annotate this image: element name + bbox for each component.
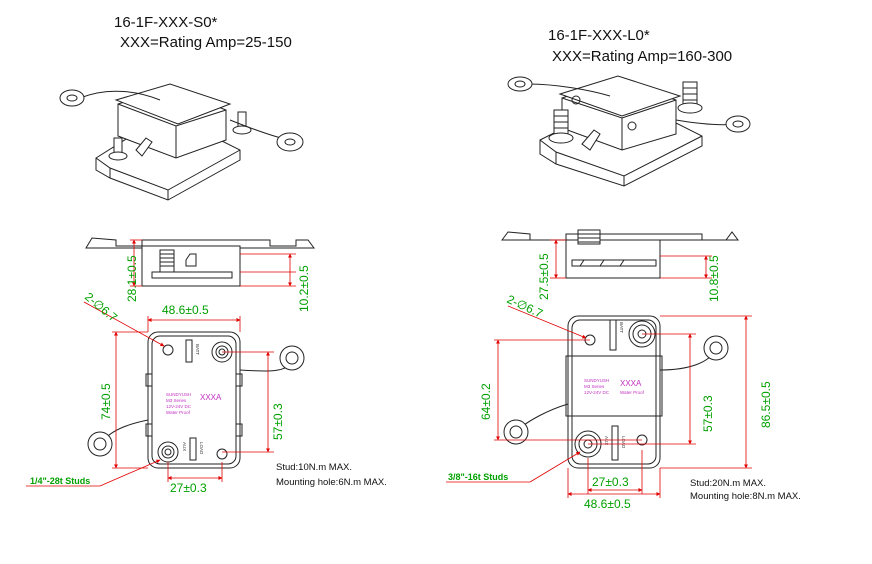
left-label-line-3: 12V-24V DC <box>166 404 192 409</box>
left-label-line-2: M3 Series <box>166 398 187 403</box>
right-rating-marking: XXXA <box>620 379 642 388</box>
left-bottom-width-dimension: 27±0.3 <box>170 481 207 495</box>
left-model-number: 16-1F-XXX-S0* <box>114 14 218 31</box>
right-label-line-4: Water Proof <box>620 390 645 395</box>
right-label-line-1: SUNDYUSH <box>584 378 609 383</box>
left-width-dimension: 48.6±0.5 <box>162 303 209 317</box>
left-length-dimension: 74±0.5 <box>99 383 113 420</box>
right-top-view <box>503 315 729 469</box>
right-stud-torque-note: Stud:20N.m MAX. <box>690 478 766 489</box>
right-total-length-dimension: 86.5±0.5 <box>759 381 773 428</box>
right-side-view <box>501 229 739 279</box>
right-height-total-dimension: 27.5±0.5 <box>537 253 551 300</box>
right-top-dimensions <box>446 305 752 498</box>
right-aux-label: AUX <box>604 436 609 445</box>
right-inner-length-dimension: 64±0.2 <box>479 383 493 420</box>
right-mounting-torque-note: Mounting hole:8N.m MAX. <box>690 491 801 502</box>
right-load-label: LOAD <box>621 436 626 449</box>
right-label-line-2: M3 Series <box>584 384 605 389</box>
right-stud-spacing-dimension: 57±0.3 <box>701 395 715 432</box>
left-batt-label: BATT <box>195 344 200 355</box>
right-batt-label: BATT <box>619 322 624 333</box>
right-isometric-view <box>507 75 751 187</box>
left-hole-dimension: 2-∅6.7 <box>82 290 120 325</box>
left-load-label: LOAD <box>199 442 204 455</box>
right-label-line-3: 12V-24V DC <box>584 390 610 395</box>
right-stud-height-dimension: 10.8±0.5 <box>707 255 721 302</box>
left-body-label: SUNDYUSH M3 Series 12V-24V DC Water Proo… <box>166 392 222 415</box>
right-width-dimension: 48.6±0.5 <box>584 497 631 511</box>
left-stud-spacing-dimension: 57±0.3 <box>271 403 285 440</box>
left-stud-height-dimension: 10.2±0.5 <box>297 265 311 312</box>
left-rating-marking: XXXA <box>200 393 222 402</box>
left-height-total-dimension: 28.1±0.5 <box>125 255 139 302</box>
right-bottom-width-dimension: 27±0.3 <box>592 475 629 489</box>
left-stud-callout: 1/4"-28t Studs <box>30 476 90 486</box>
left-isometric-view <box>59 83 304 201</box>
left-label-line-4: Water Proof <box>166 410 191 415</box>
left-top-dimensions <box>26 301 274 487</box>
left-side-view <box>85 237 315 287</box>
left-stud-torque-note: Stud:10N.m MAX. <box>276 462 352 473</box>
right-stud-callout: 3/8"-16t Studs <box>448 472 508 482</box>
left-mounting-torque-note: Mounting hole:6N.m MAX. <box>276 477 387 488</box>
left-top-view <box>87 331 305 469</box>
right-model-number: 16-1F-XXX-L0* <box>548 27 650 44</box>
right-rating-note: XXX=Rating Amp=160-300 <box>552 48 732 65</box>
left-label-line-1: SUNDYUSH <box>166 392 191 397</box>
left-rating-note: XXX=Rating Amp=25-150 <box>120 34 292 51</box>
right-body-label: SUNDYUSH M3 Series 12V-24V DC Water Proo… <box>584 378 645 395</box>
left-aux-label: AUX <box>182 442 187 451</box>
